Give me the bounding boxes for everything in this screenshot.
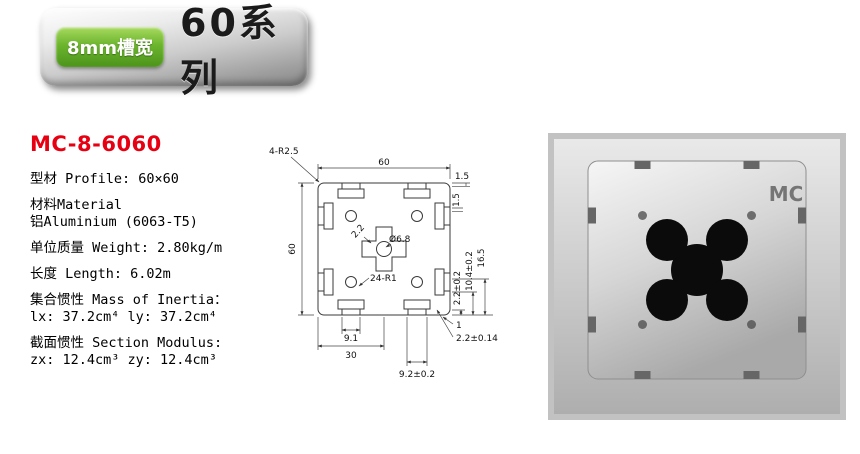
- spec-panel: MC-8-6060 型材 Profile: 60×60 材料Material 铝…: [30, 132, 278, 378]
- dim-lip-wall-label: 2.2±0.14: [456, 334, 498, 344]
- spec-modulus-label: 截面惯性 Section Modulus:: [30, 335, 223, 351]
- spec-material-value: 铝Aluminium (6063-T5): [30, 214, 198, 230]
- spec-profile: 型材 Profile: 60×60: [30, 171, 179, 187]
- spec-group-material: 材料Material 铝Aluminium (6063-T5): [30, 197, 278, 231]
- series-title: 60系列: [180, 1, 280, 100]
- dim-lip-thickness-label: 2.2±0.2: [453, 271, 463, 305]
- spec-modulus-values: zx: 12.4cm³ zy: 12.4cm³: [30, 352, 217, 368]
- dim-slot-depth-label: 16.5: [477, 249, 487, 268]
- profile-photo-shape: MC: [587, 160, 807, 380]
- dim-width-label: 60: [378, 158, 390, 168]
- cross-section-svg: 4-R2.5 60 1.5 60 2.2 Ø6.8 24-R1 1.5 9.1 …: [269, 147, 498, 380]
- spec-length: 长度 Length: 6.02m: [30, 266, 171, 282]
- spec-group-profile: 型材 Profile: 60×60: [30, 171, 278, 188]
- dim-side-wall-label: 1.5: [452, 193, 462, 207]
- product-photo-svg: MC: [548, 133, 846, 420]
- dim-lip-edge-label: 1: [456, 321, 462, 331]
- dim-slot-opening-label: 9.1: [344, 334, 358, 344]
- series-badge: 8mm槽宽 60系列: [40, 1, 308, 100]
- spec-inertia-label: 集合惯性 Mass of Inertia：: [30, 292, 228, 308]
- spec-weight: 单位质量 Weight: 2.80kg/m: [30, 240, 223, 256]
- product-photo: MC: [548, 133, 846, 420]
- spec-inertia-values: lx: 37.2cm⁴ ly: 37.2cm⁴: [30, 309, 217, 325]
- dim-fillet-label: 24-R1: [370, 274, 397, 284]
- brand-mark: MC: [769, 182, 804, 206]
- technical-drawing: 4-R2.5 60 1.5 60 2.2 Ø6.8 24-R1 1.5 9.1 …: [263, 138, 535, 440]
- dim-slot-width-label: 9.2±0.2: [399, 370, 435, 380]
- dim-center-hole-label: Ø6.8: [389, 234, 411, 245]
- spec-material-label: 材料Material: [30, 197, 123, 213]
- dim-top-wall-label: 1.5: [455, 172, 469, 182]
- dim-pitch-label: 30: [345, 351, 357, 361]
- spec-group-weight: 单位质量 Weight: 2.80kg/m: [30, 240, 278, 257]
- center-cavity: [646, 219, 748, 321]
- dim-height-label: 60: [288, 243, 298, 255]
- slot-width-label: 8mm槽宽: [67, 38, 154, 59]
- dim-cavity-depth-label: 10.4±0.2: [465, 251, 475, 291]
- model-number: MC-8-6060: [30, 132, 162, 156]
- spec-group-modulus: 截面惯性 Section Modulus: zx: 12.4cm³ zy: 12…: [30, 335, 278, 369]
- spec-group-inertia: 集合惯性 Mass of Inertia： lx: 37.2cm⁴ ly: 37…: [30, 292, 278, 326]
- slot-width-badge: 8mm槽宽: [56, 27, 165, 67]
- dimension-lines: [290, 156, 493, 366]
- spec-group-length: 长度 Length: 6.02m: [30, 266, 278, 283]
- dim-corner-radius-label: 4-R2.5: [269, 147, 299, 157]
- profile-outline: [317, 182, 451, 316]
- dimension-labels: 4-R2.5 60 1.5 60 2.2 Ø6.8 24-R1 1.5 9.1 …: [269, 147, 498, 380]
